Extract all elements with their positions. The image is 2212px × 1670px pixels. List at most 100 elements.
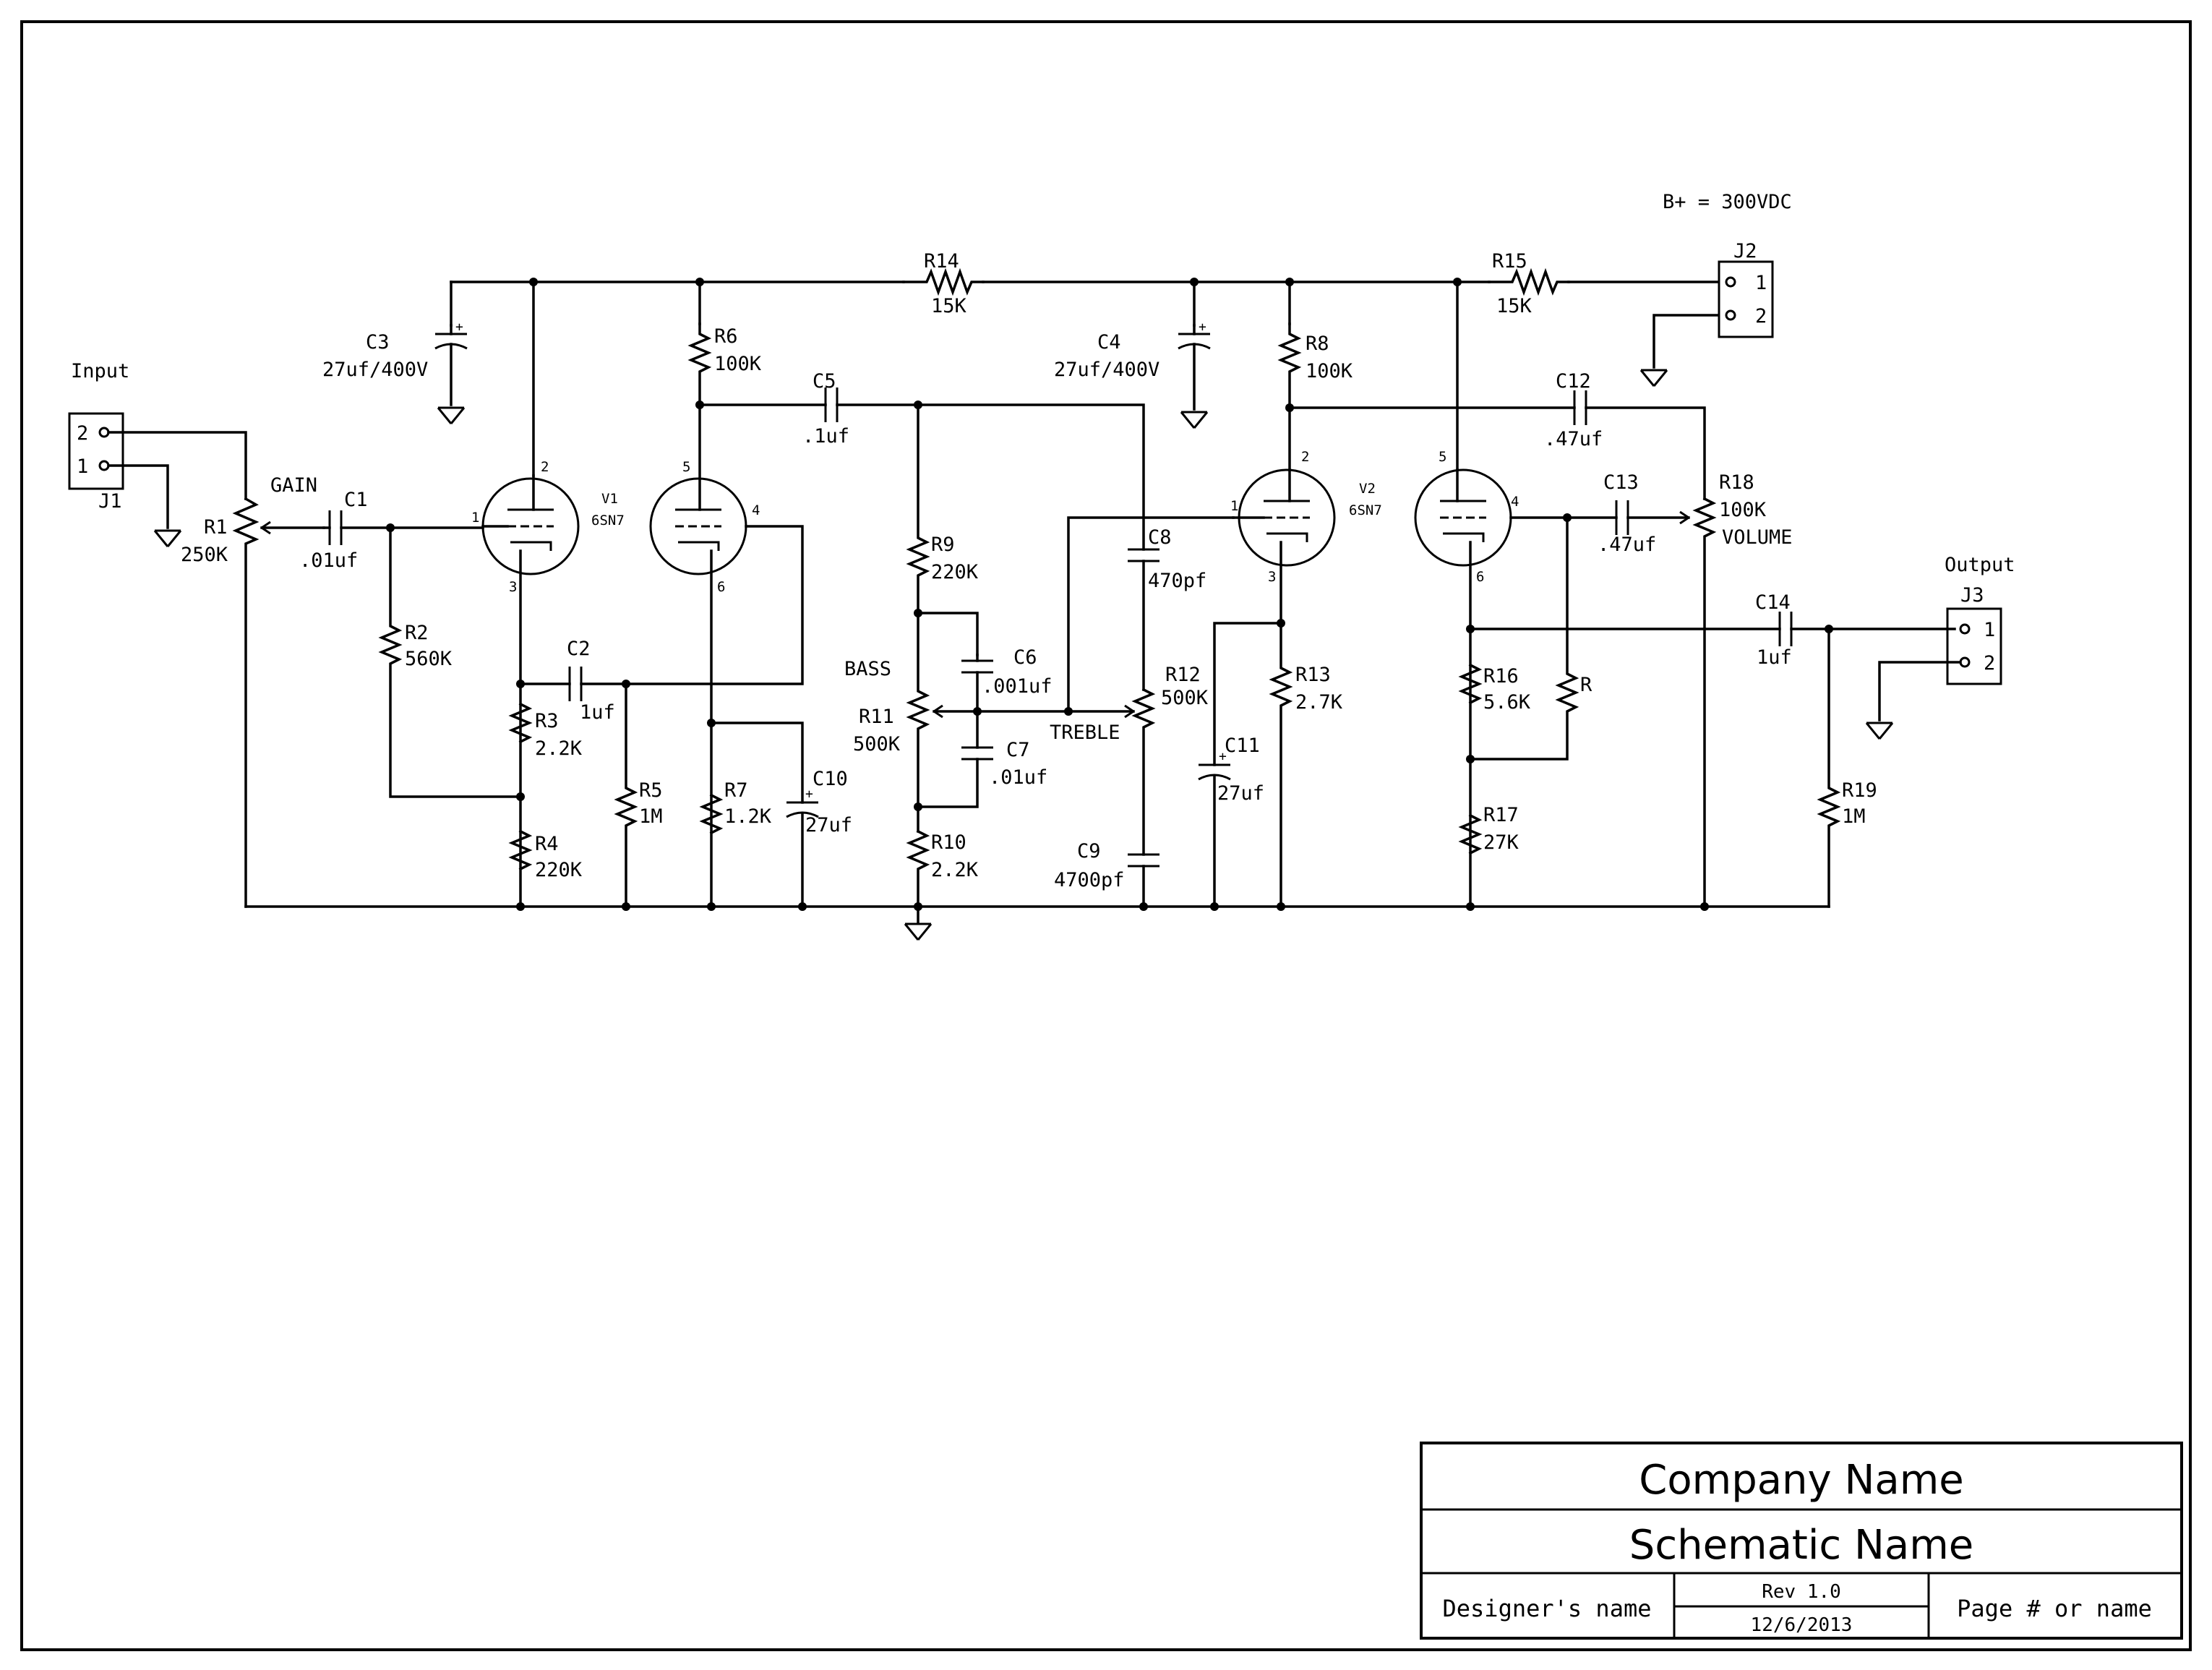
r17-ref: R17 [1483, 804, 1519, 826]
j1-pin-1: 1 [77, 455, 88, 478]
r9-value: 220K [931, 561, 979, 583]
r14-ref: R14 [924, 250, 959, 273]
r2-ref: R2 [405, 622, 429, 644]
c1-ref: C1 [344, 489, 368, 511]
capacitor-c8 [1128, 548, 1159, 691]
resistor-r16 [1458, 663, 1483, 705]
r9-ref: R9 [931, 534, 955, 556]
r16-value: 5.6K [1483, 691, 1531, 714]
r15-ref: R15 [1492, 250, 1527, 273]
v2a-pin-1: 1 [1230, 498, 1238, 514]
c11-value: 27uf [1217, 782, 1264, 805]
r11-ref: R11 [859, 706, 894, 728]
r7-ref: R7 [724, 779, 748, 802]
resistor-r10 [904, 829, 933, 941]
potentiometer-r1 [232, 497, 325, 908]
r10-value: 2.2K [931, 859, 979, 881]
c13-value: .47uf [1598, 534, 1656, 556]
r3-ref: R3 [535, 710, 559, 732]
r3-value: 2.2K [535, 737, 583, 760]
r19-ref: R19 [1842, 779, 1877, 802]
c1-value: .01uf [299, 549, 358, 572]
tube-v2a [1232, 468, 1336, 625]
v1a-pin-1: 1 [471, 510, 479, 526]
volume-label: VOLUME [1722, 526, 1793, 549]
r12-value: 500K [1161, 687, 1209, 709]
r18-ref: R18 [1719, 471, 1754, 494]
v1b-pin-5: 5 [682, 459, 690, 475]
v1b-pin-6: 6 [717, 579, 725, 595]
r14-value: 15K [931, 295, 967, 317]
designer-name: Designer's name [1443, 1595, 1652, 1622]
resistor-r13 [1269, 619, 1293, 908]
svg-text:+: + [805, 787, 813, 802]
c2-ref: C2 [567, 638, 591, 660]
v2a-pin-3: 3 [1268, 569, 1276, 585]
c11-ref: C11 [1225, 735, 1260, 757]
c12-value: .47uf [1544, 428, 1603, 450]
r8-value: 100K [1306, 360, 1353, 382]
connector-j2 [1639, 260, 1774, 387]
v1b-pin-4: 4 [752, 502, 760, 518]
r13-ref: R13 [1295, 664, 1331, 686]
capacitor-c5 [698, 387, 1145, 551]
j2-pin-2: 2 [1755, 305, 1767, 327]
potentiometer-r11 [906, 612, 1135, 833]
treble-label: TREBLE [1050, 721, 1120, 744]
treble-to-v2-wire [1067, 516, 1235, 713]
v1-ref: V1 [601, 491, 618, 507]
c2-value: 1uf [580, 701, 615, 724]
r4-ref: R4 [535, 833, 559, 855]
capacitor-c12 [1288, 390, 1706, 500]
page-name: Page # or name [1957, 1595, 2152, 1622]
v2-ref: V2 [1359, 481, 1376, 497]
capacitor-c11: + [1198, 622, 1282, 908]
resistor-r19 [1817, 628, 1841, 908]
c13-ref: C13 [1603, 471, 1639, 494]
r17-value: 27K [1483, 831, 1519, 854]
r6-ref: R6 [714, 325, 738, 348]
resistor-r8 [1277, 322, 1302, 471]
revision: Rev 1.0 [1762, 1581, 1841, 1603]
r-ref: R [1580, 674, 1592, 696]
resistor-r3 [508, 680, 533, 801]
r1-value: 250K [181, 544, 228, 566]
svg-text:+: + [455, 320, 463, 335]
v2-type: 6SN7 [1349, 502, 1382, 518]
c12-ref: C12 [1556, 370, 1591, 393]
v2a-pin-2: 2 [1301, 449, 1309, 465]
v1-type: 6SN7 [591, 513, 625, 528]
r5-value: 1M [639, 805, 663, 828]
company-name: Company Name [1639, 1457, 1963, 1504]
capacitor-c6 [961, 654, 993, 713]
j1-pin-2: 2 [77, 422, 88, 445]
j3-pin-2: 2 [1984, 652, 1995, 675]
c7-ref: C7 [1006, 739, 1030, 761]
c6-ref: C6 [1013, 646, 1037, 669]
c8-ref: C8 [1148, 526, 1172, 549]
capacitor-c2 [519, 667, 630, 701]
r8-ref: R8 [1306, 333, 1329, 355]
j3-pin-1: 1 [1984, 619, 1995, 641]
r13-value: 2.7K [1295, 691, 1343, 714]
capacitor-c1 [322, 510, 484, 545]
c5-value: .1uf [802, 425, 849, 448]
v1a-pin-2: 2 [541, 459, 549, 475]
bass-label: BASS [844, 658, 891, 680]
connector-j3 [1865, 607, 2002, 740]
c5-ref: C5 [813, 370, 836, 393]
connector-j1 [68, 412, 247, 548]
r5-ref: R5 [639, 779, 663, 802]
resistor-r2 [378, 526, 522, 798]
potentiometer-r12 [1131, 688, 1156, 856]
resistor-r5 [614, 682, 638, 908]
output-label: Output [1945, 554, 2015, 576]
r2-value: 560K [405, 648, 453, 670]
v1a-pin-3: 3 [509, 579, 517, 595]
ground-bus [244, 902, 1830, 911]
capacitor-c10: + [710, 721, 819, 908]
svg-text:+: + [1199, 320, 1206, 335]
r16-ref: R16 [1483, 665, 1519, 688]
tube-v1b [625, 403, 804, 908]
